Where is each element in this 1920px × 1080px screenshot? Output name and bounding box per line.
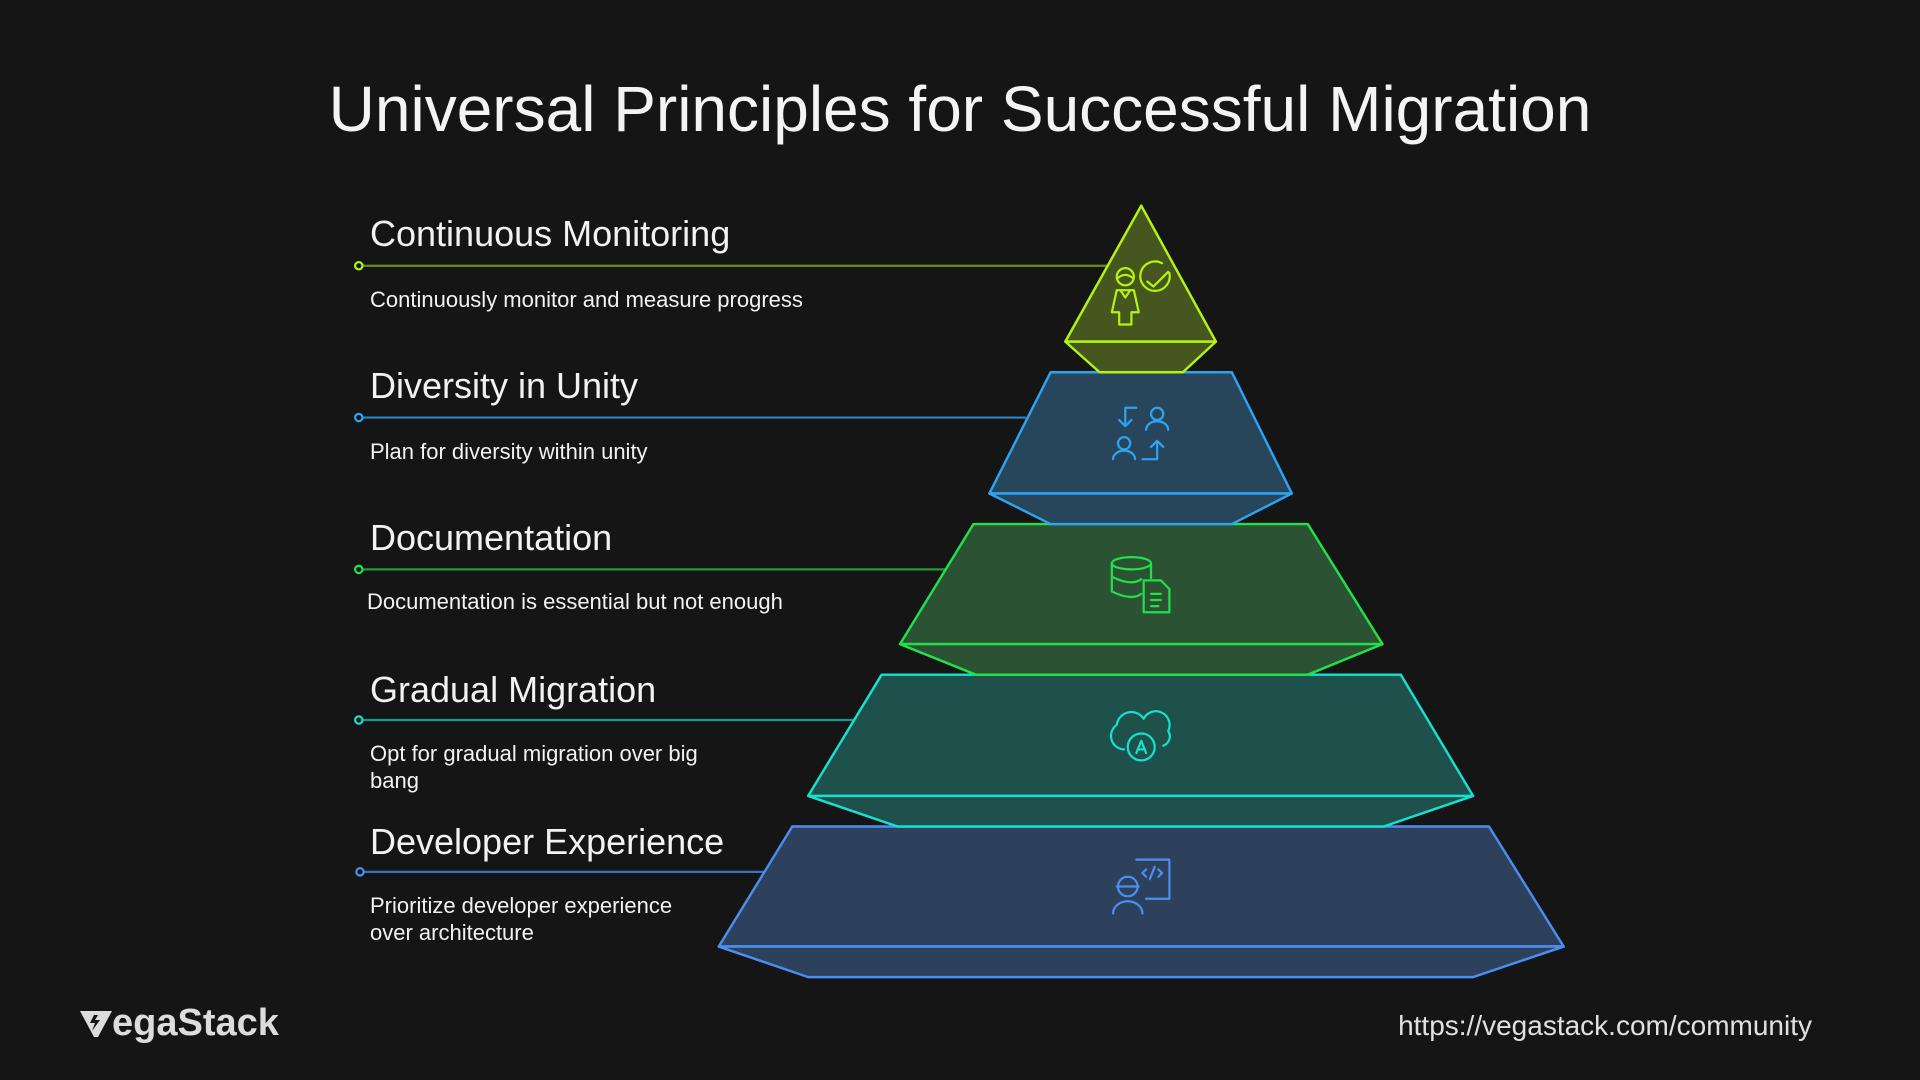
logo-v-icon: [80, 1010, 112, 1037]
tier-heading: Continuous Monitoring: [370, 213, 731, 254]
tier-developer-experience: [717, 825, 1565, 979]
tier-description: Continuously monitor and measure progres…: [370, 287, 803, 312]
tier-heading: Diversity in Unity: [370, 365, 639, 406]
tier-heading: Developer Experience: [370, 821, 725, 862]
cloud-sync-icon: [1109, 710, 1171, 762]
logo-text: egaStack: [112, 1002, 279, 1044]
tier-heading: Documentation: [370, 517, 613, 558]
tier-description: Documentation is essential but not enoug…: [367, 589, 783, 614]
connector-dot-4: [354, 715, 364, 725]
connector-dot-5: [355, 867, 365, 877]
person-check-icon: [1110, 260, 1171, 326]
tier-documentation: [898, 522, 1384, 676]
vegastack-logo: egaStack: [80, 1002, 279, 1045]
tier-diversity-in-unity: [988, 371, 1294, 526]
tier-description: Prioritize developer experience over arc…: [370, 893, 673, 945]
tier-heading: Gradual Migration: [370, 669, 657, 710]
page-title: Universal Principles for Successful Migr…: [328, 73, 1592, 145]
users-exchange-icon: [1111, 406, 1170, 461]
community-url[interactable]: https://vegastack.com/community: [1398, 1010, 1812, 1041]
developer-code-icon: [1111, 858, 1171, 915]
tier-description: Opt for gradual migration over big bang: [370, 741, 698, 793]
tier-gradual-migration: [806, 673, 1475, 828]
connector-dot-3: [354, 564, 364, 575]
database-document-icon: [1110, 556, 1171, 614]
connector-dot-2: [354, 412, 364, 423]
tier-continuous-monitoring: [1064, 204, 1218, 374]
connector-dot-1: [354, 260, 364, 271]
tier-description: Plan for diversity within unity: [370, 439, 648, 464]
